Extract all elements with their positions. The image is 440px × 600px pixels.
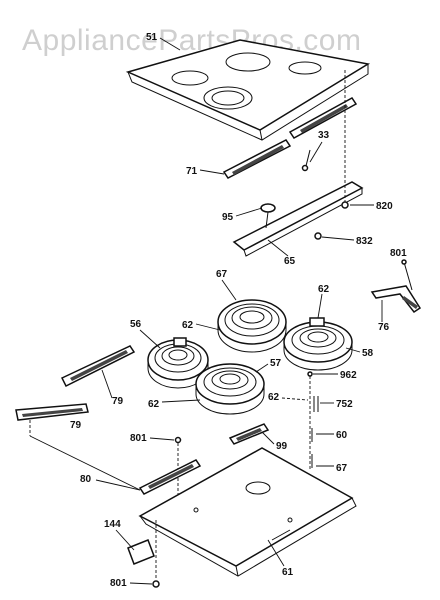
label-62-mid: 62	[182, 320, 194, 331]
cooktop-glass[interactable]	[125, 39, 371, 141]
svg-text:801: 801	[130, 433, 147, 444]
svg-text:60: 60	[336, 430, 348, 441]
front-rail-71[interactable]	[222, 139, 292, 179]
svg-text:67: 67	[216, 269, 228, 280]
label-76: 76	[378, 300, 390, 333]
bracket-144[interactable]	[127, 539, 155, 565]
label-801-top: 801	[390, 248, 407, 259]
screw-820[interactable]	[341, 70, 349, 209]
wire-752[interactable]	[313, 396, 319, 412]
receptacle-62-left[interactable]	[161, 399, 201, 403]
screw-33[interactable]	[301, 149, 311, 172]
watermark-text: AppliancePartsPros.com	[22, 24, 361, 57]
label-80: 80	[80, 474, 141, 491]
svg-text:67: 67	[336, 463, 348, 474]
svg-text:79: 79	[112, 396, 124, 407]
svg-text:56: 56	[130, 319, 142, 330]
svg-text:71: 71	[186, 166, 198, 177]
label-67: 67	[216, 269, 237, 301]
label-144: 144	[104, 519, 135, 551]
svg-text:61: 61	[282, 567, 294, 578]
receptacle-62-right[interactable]	[281, 397, 309, 401]
svg-text:80: 80	[80, 474, 92, 485]
svg-text:57: 57	[270, 358, 282, 369]
screw-801-top[interactable]	[401, 259, 413, 291]
element-57[interactable]	[195, 363, 265, 415]
bracket-65[interactable]	[232, 181, 364, 257]
screw-832[interactable]	[314, 232, 322, 240]
label-79-lower: 79	[70, 420, 82, 431]
leader-79-lower	[29, 435, 141, 491]
svg-text:99: 99	[276, 441, 288, 452]
svg-text:752: 752	[336, 399, 353, 410]
label-67-low: 67	[316, 463, 348, 474]
svg-text:144: 144	[104, 519, 121, 530]
svg-text:62: 62	[268, 392, 280, 403]
label-65: 65	[267, 239, 296, 267]
label-51: 51	[146, 32, 181, 51]
label-56: 56	[130, 319, 161, 349]
label-57: 57	[255, 358, 282, 373]
svg-text:79: 79	[70, 420, 82, 431]
svg-text:33: 33	[318, 130, 330, 141]
label-832: 832	[321, 236, 373, 247]
svg-text:65: 65	[284, 256, 296, 267]
svg-text:801: 801	[390, 248, 407, 259]
label-820: 820	[350, 201, 393, 212]
element-67[interactable]	[217, 299, 287, 353]
label-962: 962	[313, 370, 357, 381]
screw-801-mid[interactable]	[174, 436, 182, 501]
screw-801-bottom[interactable]	[152, 520, 160, 588]
bracket-80[interactable]	[138, 459, 202, 495]
svg-text:820: 820	[376, 201, 393, 212]
clip-99[interactable]	[228, 423, 270, 445]
receptacle-62-mid[interactable]	[195, 323, 221, 331]
label-58: 58	[345, 347, 374, 359]
svg-text:62: 62	[318, 284, 330, 295]
label-99: 99	[261, 431, 288, 452]
svg-text:58: 58	[362, 348, 374, 359]
rear-rail[interactable]	[288, 97, 358, 139]
svg-text:832: 832	[356, 236, 373, 247]
svg-text:62: 62	[148, 399, 160, 410]
svg-text:62: 62	[182, 320, 194, 331]
bottom-pan-61[interactable]	[138, 447, 357, 577]
label-61: 61	[267, 539, 294, 578]
label-60: 60	[316, 430, 348, 441]
element-58[interactable]	[283, 317, 353, 371]
label-801-bottom: 801	[110, 578, 153, 589]
svg-text:51: 51	[146, 32, 158, 43]
svg-text:801: 801	[110, 578, 127, 589]
label-62-right: 62	[268, 392, 280, 403]
rail-79-lower[interactable]	[15, 403, 89, 421]
svg-text:95: 95	[222, 212, 234, 223]
svg-text:76: 76	[378, 322, 390, 333]
label-71: 71	[186, 166, 225, 177]
label-62-top: 62	[318, 284, 330, 295]
label-79-upper: 79	[101, 369, 124, 407]
wire-962[interactable]	[307, 371, 313, 470]
bracket-76[interactable]	[370, 285, 422, 314]
label-62-left: 62	[148, 399, 160, 410]
label-752: 752	[320, 399, 353, 410]
receptacle-62-top[interactable]	[317, 293, 323, 319]
label-95: 95	[222, 207, 263, 223]
label-33: 33	[309, 130, 330, 163]
rail-79-upper[interactable]	[60, 345, 136, 388]
svg-text:962: 962	[340, 370, 357, 381]
label-801-mid: 801	[130, 433, 175, 444]
